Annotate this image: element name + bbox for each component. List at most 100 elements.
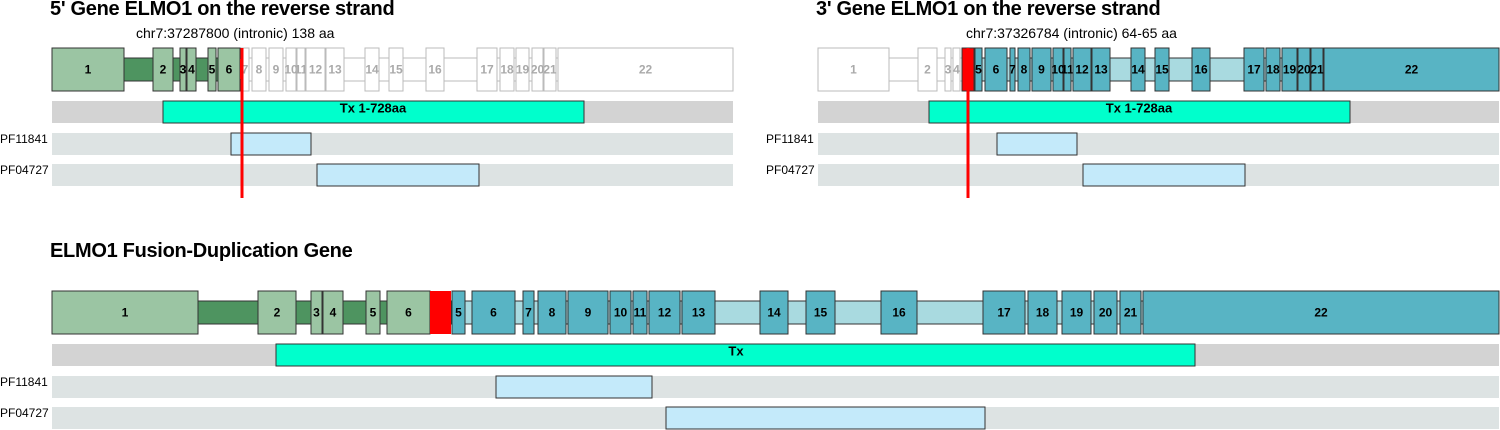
gene3-exon xyxy=(984,47,1008,92)
fusion-pfam2-domain xyxy=(665,406,986,430)
gene3-exon-label: 22 xyxy=(1405,63,1419,77)
fusion-exon-label: 5 xyxy=(455,306,462,320)
gene3-exon xyxy=(1191,47,1211,92)
fusion-exon-label: 20 xyxy=(1099,306,1113,320)
gene5-exon xyxy=(152,47,174,92)
gene3-exon-label: 7 xyxy=(1009,63,1016,77)
gene5-exon-label: 22 xyxy=(639,63,653,77)
gene3-exon-label: 16 xyxy=(1194,63,1208,77)
gene3-intron xyxy=(888,57,919,82)
fusion-pfam2-label: PF04727 xyxy=(0,406,49,420)
gene3-exon-label: 9 xyxy=(1038,63,1045,77)
gene3-exon xyxy=(1281,47,1298,92)
fusion-exon xyxy=(609,290,632,335)
gene3-exon xyxy=(974,47,983,92)
gene3-pfam2-label: PF04727 xyxy=(766,163,815,177)
fusion-exon-label: 19 xyxy=(1070,306,1084,320)
fusion-exon xyxy=(310,290,323,335)
gene5-exon-label: 7 xyxy=(242,63,249,77)
gene5-exon xyxy=(476,47,498,92)
gene5-exon xyxy=(186,47,197,92)
gene5-exon-label: 5 xyxy=(209,63,216,77)
fusion-exon-label: 18 xyxy=(1036,306,1050,320)
gene5-exon-label: 11 xyxy=(295,63,308,77)
gene5-exon-label: 21 xyxy=(543,63,557,77)
gene5-intron xyxy=(195,57,209,82)
fusion-intron xyxy=(834,300,882,325)
fusion-exon-label: 7 xyxy=(525,306,532,320)
gene3-exon-label: 17 xyxy=(1247,63,1261,77)
gene3-exon-label: 20 xyxy=(1297,63,1311,77)
fusion-exon xyxy=(648,290,681,335)
fusion-exon xyxy=(451,290,466,335)
gene5-exon-label: 15 xyxy=(389,63,403,77)
gene5-exon xyxy=(515,47,530,92)
fusion-intron xyxy=(787,300,807,325)
gene5-exon-label: 10 xyxy=(284,63,298,77)
gene3-exon xyxy=(1265,47,1281,92)
gene5-exon xyxy=(325,47,345,92)
fusion-intron xyxy=(379,300,388,325)
fusion-exon xyxy=(430,291,451,334)
gene3-exon-label: 18 xyxy=(1266,63,1280,77)
gene3-exon xyxy=(1072,47,1092,92)
gene3-exon xyxy=(1009,47,1016,92)
gene3-exon-label: 2 xyxy=(924,63,931,77)
fusion-intron xyxy=(295,300,312,325)
fusion-intron xyxy=(464,300,473,325)
fusion-exon xyxy=(471,290,516,335)
gene5-exon-label: 4 xyxy=(188,63,195,77)
gene5-exon-label: 20 xyxy=(531,63,545,77)
gene3-intron xyxy=(1168,57,1193,82)
gene3-title: 3' Gene ELMO1 on the reverse strand xyxy=(816,0,1161,20)
fusion-exon xyxy=(982,290,1026,335)
fusion-exon xyxy=(880,290,918,335)
gene5-exon-label: 1 xyxy=(85,63,92,77)
fusion-exon xyxy=(1061,290,1092,335)
fusion-title: ELMO1 Fusion-Duplication Gene xyxy=(50,240,353,262)
gene3-exon-label: 15 xyxy=(1155,63,1169,77)
gene5-exon xyxy=(425,47,445,92)
gene5-exon-label: 13 xyxy=(328,63,342,77)
gene5-exon xyxy=(285,47,297,92)
gene3-exon-label: 4 xyxy=(953,63,960,77)
fusion-exon xyxy=(257,290,297,335)
fusion-exon-label: 15 xyxy=(814,306,828,320)
gene3-exon-label: 13 xyxy=(1094,63,1108,77)
fusion-exon-label: 11 xyxy=(634,306,647,320)
fusion-exon-label: 6 xyxy=(490,306,497,320)
fusion-intron xyxy=(714,300,761,325)
gene5-tx-bar xyxy=(162,100,585,124)
gene5-exon xyxy=(207,47,217,92)
fusion-exon xyxy=(322,290,344,335)
gene5-exon xyxy=(51,47,125,92)
gene5-exon-label: 17 xyxy=(480,63,494,77)
gene5-pfam1-domain xyxy=(230,132,312,156)
gene3-exon xyxy=(1323,47,1500,92)
gene3-tx-bar xyxy=(928,100,1351,124)
gene5-exon xyxy=(251,47,267,92)
fusion-exon xyxy=(1119,290,1142,335)
gene5-exon-label: 6 xyxy=(226,63,233,77)
gene5-exon xyxy=(499,47,515,92)
gene3-tx-label: Tx 1-728aa xyxy=(1106,101,1173,116)
fusion-exon-label: 9 xyxy=(585,306,592,320)
gene5-exon xyxy=(305,47,326,92)
gene3-exon xyxy=(1297,47,1311,92)
gene3-exon xyxy=(1243,47,1265,92)
fusion-pfam1-domain xyxy=(495,375,653,399)
gene5-exon xyxy=(388,47,404,92)
gene5-exon-label: 19 xyxy=(516,63,530,77)
gene5-exon xyxy=(268,47,284,92)
fusion-exon xyxy=(1142,290,1500,335)
gene3-intron xyxy=(1109,57,1132,82)
fusion-pfam1-track xyxy=(52,376,1499,398)
fusion-exon-label: 6 xyxy=(405,306,412,320)
gene5-pfam2-label: PF04727 xyxy=(0,163,49,177)
gene5-exon-label: 18 xyxy=(500,63,514,77)
fusion-exon-label: 21 xyxy=(1124,306,1138,320)
gene3-pfam1-domain xyxy=(996,132,1078,156)
gene5-intron xyxy=(443,57,478,82)
gene3-exon-label: 6 xyxy=(993,63,1000,77)
